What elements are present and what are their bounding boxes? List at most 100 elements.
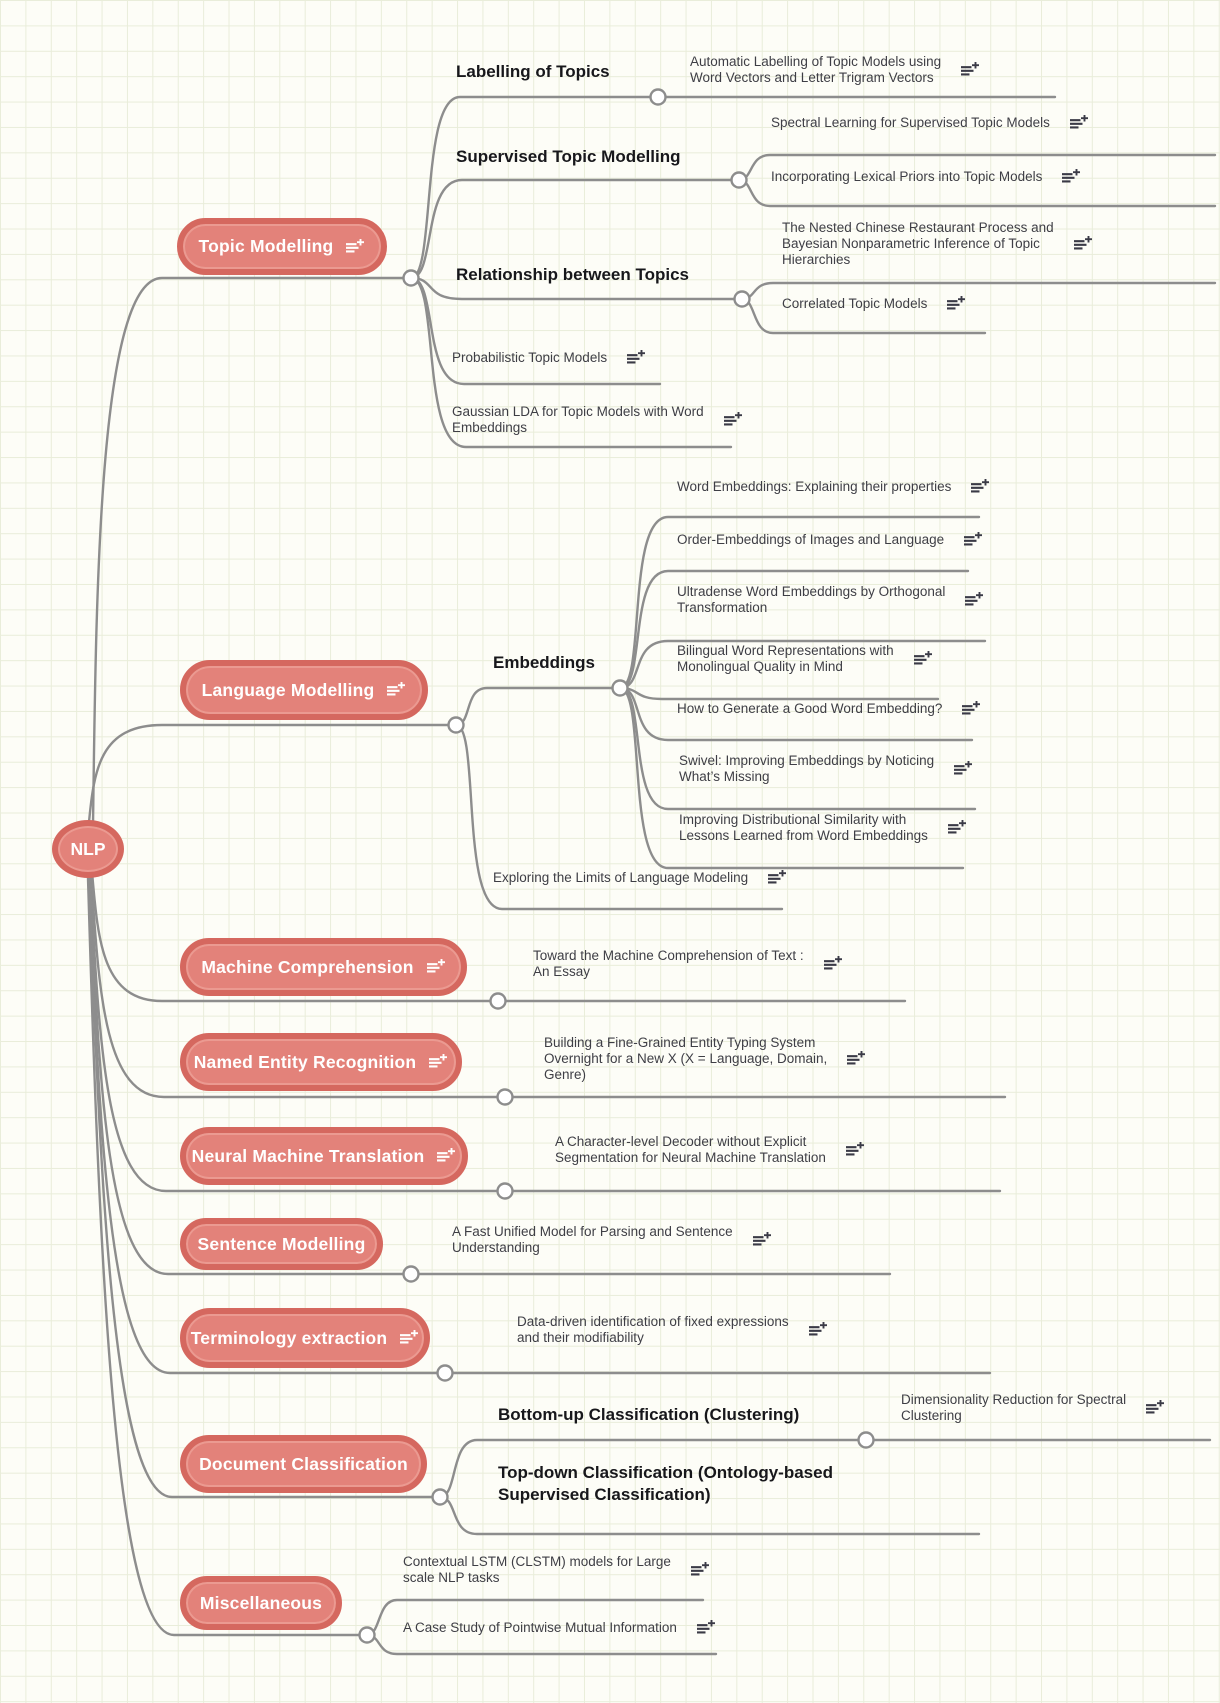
note-plus-icon[interactable] (626, 350, 646, 366)
note-plus-icon[interactable] (964, 592, 984, 608)
note-plus-icon[interactable] (426, 959, 446, 975)
paper-incorporating-lexical[interactable]: Incorporating Lexical Priors into Topic … (771, 169, 1081, 185)
note-plus-icon[interactable] (767, 870, 787, 886)
paper-label: Word Embeddings: Explaining their proper… (677, 479, 952, 495)
connector-root-topic-modelling (91, 276, 406, 828)
paper-nested-chinese-restaurant[interactable]: The Nested Chinese Restaurant Process an… (782, 220, 1093, 267)
note-plus-icon[interactable] (845, 1142, 865, 1158)
node-terminology-extraction[interactable]: Terminology extraction (180, 1308, 430, 1368)
note-plus-icon[interactable] (696, 1620, 716, 1636)
paper-improving-distributional-similarity[interactable]: Improving Distributional Similarity with… (679, 812, 967, 844)
connector-probabilistic-topic-models (409, 276, 662, 386)
paper-data-driven-identification[interactable]: Data-driven identification of fixed expr… (517, 1314, 828, 1346)
paper-toward-machine-comprehension[interactable]: Toward the Machine Comprehension of Text… (533, 948, 843, 980)
note-plus-icon[interactable] (428, 1054, 448, 1070)
paper-building-fine-grained[interactable]: Building a Fine-Grained Entity Typing Sy… (544, 1035, 866, 1082)
junction-circle-sentence-modelling[interactable] (402, 1265, 420, 1283)
note-plus-icon[interactable] (963, 532, 983, 548)
paper-probabilistic-topic-models[interactable]: Probabilistic Topic Models (452, 350, 646, 366)
connector-root-miscellaneous (86, 876, 362, 1637)
paper-order-embeddings[interactable]: Order-Embeddings of Images and Language (677, 532, 983, 548)
paper-character-level-decoder[interactable]: A Character-level Decoder without Explic… (555, 1134, 865, 1166)
topic-bottom-up-classification[interactable]: Bottom-up Classification (Clustering) (498, 1405, 800, 1424)
note-plus-icon[interactable] (690, 1562, 710, 1578)
junction-circle-terminology-extraction[interactable] (436, 1364, 454, 1382)
paper-exploring-limits[interactable]: Exploring the Limits of Language Modelin… (493, 870, 787, 886)
junction-circle-relationship-between-topics[interactable] (733, 290, 751, 308)
junction-circle-embeddings[interactable] (611, 679, 629, 697)
note-plus-icon[interactable] (752, 1232, 772, 1248)
topic-top-down-classification[interactable]: Top-down Classification (Ontology-based … (498, 1463, 833, 1504)
note-plus-icon[interactable] (970, 479, 990, 495)
topic-supervised-topic-modelling[interactable]: Supervised Topic Modelling (456, 147, 681, 166)
node-label: Miscellaneous (199, 1592, 323, 1613)
node-document-classification[interactable]: Document Classification (180, 1435, 427, 1493)
node-nlp-root[interactable]: NLP (52, 820, 124, 878)
note-plus-icon[interactable] (961, 701, 981, 717)
paper-good-word-embedding[interactable]: How to Generate a Good Word Embedding? (677, 701, 981, 717)
junction-circle-topic-modelling[interactable] (402, 269, 420, 287)
note-plus-icon[interactable] (913, 651, 933, 667)
junction-circle-neural-machine-translation[interactable] (496, 1182, 514, 1200)
junction-circle-machine-comprehension[interactable] (489, 992, 507, 1010)
paper-spectral-learning[interactable]: Spectral Learning for Supervised Topic M… (771, 115, 1089, 131)
paper-label: Data-driven identification of fixed expr… (517, 1314, 789, 1345)
junction-circle-named-entity-recognition[interactable] (496, 1088, 514, 1106)
paper-fast-unified-model[interactable]: A Fast Unified Model for Parsing and Sen… (452, 1224, 772, 1256)
connector-case-study-pmi (365, 1633, 718, 1656)
paper-contextual-lstm[interactable]: Contextual LSTM (CLSTM) models for Large… (403, 1554, 710, 1586)
node-language-modelling[interactable]: Language Modelling (180, 660, 428, 720)
paper-correlated-topic-models[interactable]: Correlated Topic Models (782, 296, 966, 312)
note-plus-icon[interactable] (960, 62, 980, 78)
junction-circle-document-classification[interactable] (431, 1488, 449, 1506)
note-plus-icon[interactable] (1069, 115, 1089, 131)
connector-improving-distributional (618, 686, 965, 870)
connector-labelling-of-topics (409, 95, 653, 280)
junction-circle-supervised-topic-modelling[interactable] (730, 171, 748, 189)
paper-bilingual-word-representations[interactable]: Bilingual Word Representations with Mono… (677, 643, 933, 675)
paper-label: Toward the Machine Comprehension of Text… (533, 948, 804, 979)
note-plus-icon[interactable] (436, 1148, 456, 1164)
node-sentence-modelling[interactable]: Sentence Modelling (180, 1218, 383, 1270)
paper-word-embeddings-properties[interactable]: Word Embeddings: Explaining their proper… (677, 479, 990, 495)
junction-circle-labelling-of-topics[interactable] (649, 88, 667, 106)
node-machine-comprehension[interactable]: Machine Comprehension (180, 938, 467, 996)
note-plus-icon[interactable] (846, 1051, 866, 1067)
note-plus-icon[interactable] (823, 956, 843, 972)
node-miscellaneous[interactable]: Miscellaneous (180, 1576, 342, 1630)
connector-root-machine-comprehension (90, 870, 493, 1003)
paper-label: Order-Embeddings of Images and Language (677, 532, 945, 548)
note-plus-icon[interactable] (953, 761, 973, 777)
paper-label: Swivel: Improving Embeddings by Noticing… (679, 753, 935, 784)
node-neural-machine-translation[interactable]: Neural Machine Translation (180, 1127, 468, 1185)
paper-automatic-labelling[interactable]: Automatic Labelling of Topic Models usin… (690, 54, 980, 86)
note-plus-icon[interactable] (1145, 1400, 1165, 1416)
note-plus-icon[interactable] (1061, 169, 1081, 185)
node-topic-modelling[interactable]: Topic Modelling (177, 218, 387, 275)
note-plus-icon[interactable] (345, 239, 365, 255)
node-label: NLP (70, 838, 106, 859)
note-plus-icon[interactable] (1073, 236, 1093, 252)
paper-ultradense-word-embeddings[interactable]: Ultradense Word Embeddings by Orthogonal… (677, 584, 984, 616)
node-named-entity-recognition[interactable]: Named Entity Recognition (180, 1033, 462, 1091)
junction-circle-language-modelling[interactable] (447, 716, 465, 734)
paper-label: Gaussian LDA for Topic Models with Word … (452, 404, 704, 435)
note-plus-icon[interactable] (947, 820, 967, 836)
paper-dimensionality-reduction[interactable]: Dimensionality Reduction for Spectral Cl… (901, 1392, 1165, 1424)
note-plus-icon[interactable] (946, 296, 966, 312)
topic-labelling-of-topics[interactable]: Labelling of Topics (456, 62, 610, 81)
paper-label: Automatic Labelling of Topic Models usin… (690, 54, 942, 85)
junction-circle-bottom-up[interactable] (857, 1431, 875, 1449)
note-plus-icon[interactable] (808, 1322, 828, 1338)
note-plus-icon[interactable] (386, 682, 406, 698)
paper-swivel[interactable]: Swivel: Improving Embeddings by Noticing… (679, 753, 973, 785)
paper-gaussian-lda[interactable]: Gaussian LDA for Topic Models with Word … (452, 404, 743, 436)
topic-relationship-between-topics[interactable]: Relationship between Topics (456, 265, 689, 284)
junction-circle-miscellaneous[interactable] (358, 1626, 376, 1644)
paper-case-study-pmi[interactable]: A Case Study of Pointwise Mutual Informa… (403, 1620, 716, 1636)
note-plus-icon[interactable] (399, 1330, 419, 1346)
note-plus-icon[interactable] (723, 412, 743, 428)
topic-embeddings[interactable]: Embeddings (493, 653, 596, 672)
